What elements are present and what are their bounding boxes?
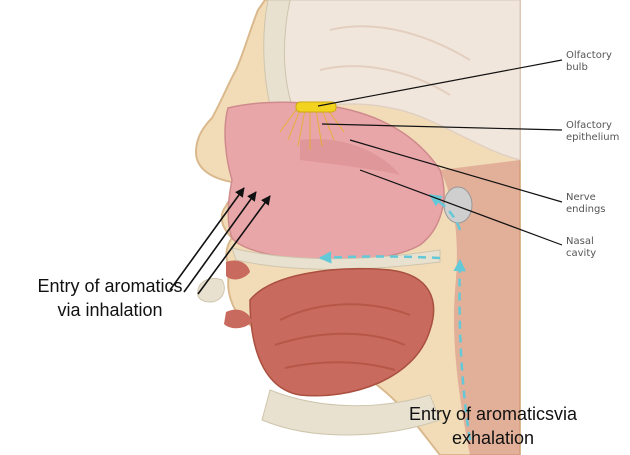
caption-inhalation-line1: Entry of aromatics	[10, 274, 210, 298]
pharyngeal-tonsil	[444, 187, 472, 223]
caption-exhalation-line2: exhalation	[378, 426, 608, 450]
caption-exhalation-line1: Entry of aromaticsvia	[378, 402, 608, 426]
caption-inhalation: Entry of aromatics via inhalation	[10, 274, 210, 322]
caption-inhalation-line2: via inhalation	[10, 298, 210, 322]
label-olfactory-bulb: Olfactory bulb	[566, 50, 612, 74]
label-nasal-cavity: Nasal cavity	[566, 236, 596, 260]
label-nerve-endings: Nerve endings	[566, 192, 606, 216]
label-olfactory-epithelium: Olfactory epithelium	[566, 120, 619, 144]
caption-exhalation: Entry of aromaticsvia exhalation	[378, 402, 608, 450]
